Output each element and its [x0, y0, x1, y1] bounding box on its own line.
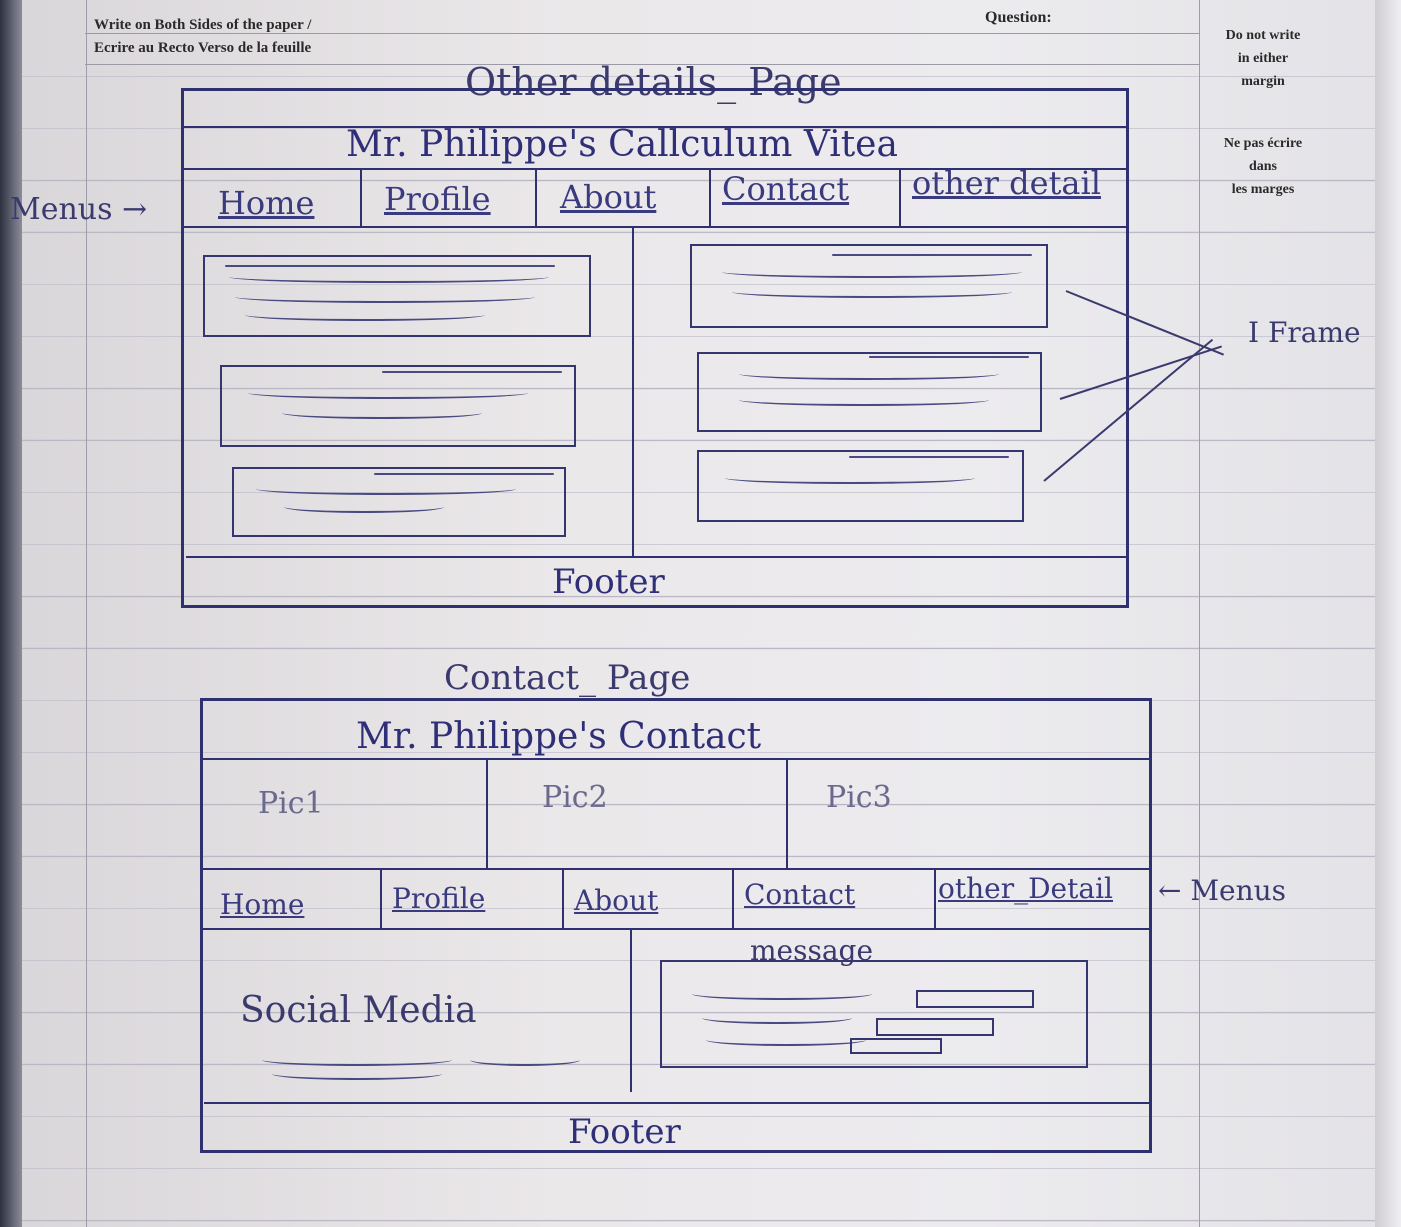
sheet-shadow [0, 0, 22, 1227]
divider [200, 868, 1152, 870]
column-divider [630, 928, 632, 1092]
content-frame [220, 365, 576, 447]
pic-placeholder-3: Pic3 [826, 780, 892, 815]
divider [709, 168, 711, 226]
margin-note-line: les marges [1231, 182, 1295, 197]
left-margin-line [86, 0, 87, 1227]
sheet-instructions: Write on Both Sides of the paper / Ecrir… [94, 14, 311, 60]
page1-site-title: Mr. Philippe's Callculum Vitea [346, 124, 898, 165]
margin-note-line: Do not write [1225, 28, 1301, 43]
divider [732, 868, 734, 928]
divider [181, 226, 1129, 228]
margin-note-line: Ne pas écrire [1223, 136, 1303, 151]
page2-wireframe [200, 698, 1152, 1153]
social-media-label: Social Media [240, 990, 477, 1031]
message-frame [660, 960, 1088, 1068]
menu-profile[interactable]: Profile [392, 882, 486, 915]
margin-note-line: dans [1248, 159, 1278, 174]
divider [899, 168, 901, 226]
sheet-edge [1375, 0, 1401, 1227]
divider [535, 168, 537, 226]
scribble [470, 1054, 580, 1066]
margin-note-line: in either [1237, 51, 1289, 66]
menu-about[interactable]: About [574, 884, 659, 917]
divider [360, 168, 362, 226]
menu-home[interactable]: Home [220, 888, 305, 921]
iframe-annotation: I Frame [1248, 316, 1361, 349]
page2-site-title: Mr. Philippe's Contact [356, 716, 762, 757]
header-line [85, 64, 1200, 65]
page1-caption: Other details_ Page [465, 60, 842, 104]
send-button[interactable] [850, 1038, 942, 1054]
menu-home[interactable]: Home [218, 184, 315, 222]
question-label: Question: [985, 9, 1052, 26]
message-input[interactable] [916, 990, 1034, 1008]
margin-note-en: Do not write in either margin [1204, 24, 1322, 93]
scribble [272, 1068, 442, 1080]
message-input[interactable] [876, 1018, 994, 1036]
divider [200, 758, 1152, 760]
menu-about[interactable]: About [560, 178, 657, 216]
page2-footer: Footer [568, 1112, 681, 1152]
content-frame [697, 450, 1024, 522]
content-frame [690, 244, 1048, 328]
instruction-fr: Ecrire au Recto Verso de la feuille [94, 40, 312, 56]
divider [934, 868, 936, 928]
scribble [262, 1054, 452, 1066]
column-divider [632, 226, 634, 556]
divider [486, 758, 488, 868]
page1-wireframe [181, 88, 1129, 608]
content-frame [203, 255, 591, 337]
content-frame [232, 467, 566, 537]
header-line [85, 33, 1200, 34]
menu-profile[interactable]: Profile [384, 180, 491, 218]
pic-placeholder-2: Pic2 [542, 780, 608, 815]
menu-other-detail[interactable]: other_Detail [938, 872, 1113, 905]
footer-divider [204, 1102, 1152, 1104]
margin-note-fr: Ne pas écrire dans les marges [1204, 132, 1322, 201]
divider [786, 758, 788, 868]
pic-placeholder-1: Pic1 [258, 786, 324, 821]
menus-annotation: Menus → [10, 192, 148, 227]
menus-annotation: ← Menus [1158, 874, 1287, 907]
divider [181, 126, 1129, 128]
divider [380, 868, 382, 928]
margin-note-line: margin [1241, 74, 1285, 89]
instruction-en: Write on Both Sides of the paper / [94, 17, 312, 33]
content-frame [697, 352, 1042, 432]
right-margin-line [1199, 0, 1200, 1227]
page1-footer: Footer [552, 562, 665, 602]
footer-divider [186, 556, 1129, 558]
menu-contact[interactable]: Contact [722, 170, 850, 208]
divider [181, 168, 1129, 170]
page2-caption: Contact_ Page [444, 658, 691, 698]
divider [562, 868, 564, 928]
divider [200, 928, 1152, 930]
menu-other-detail[interactable]: other detail [912, 164, 1101, 202]
menu-contact[interactable]: Contact [744, 878, 856, 911]
